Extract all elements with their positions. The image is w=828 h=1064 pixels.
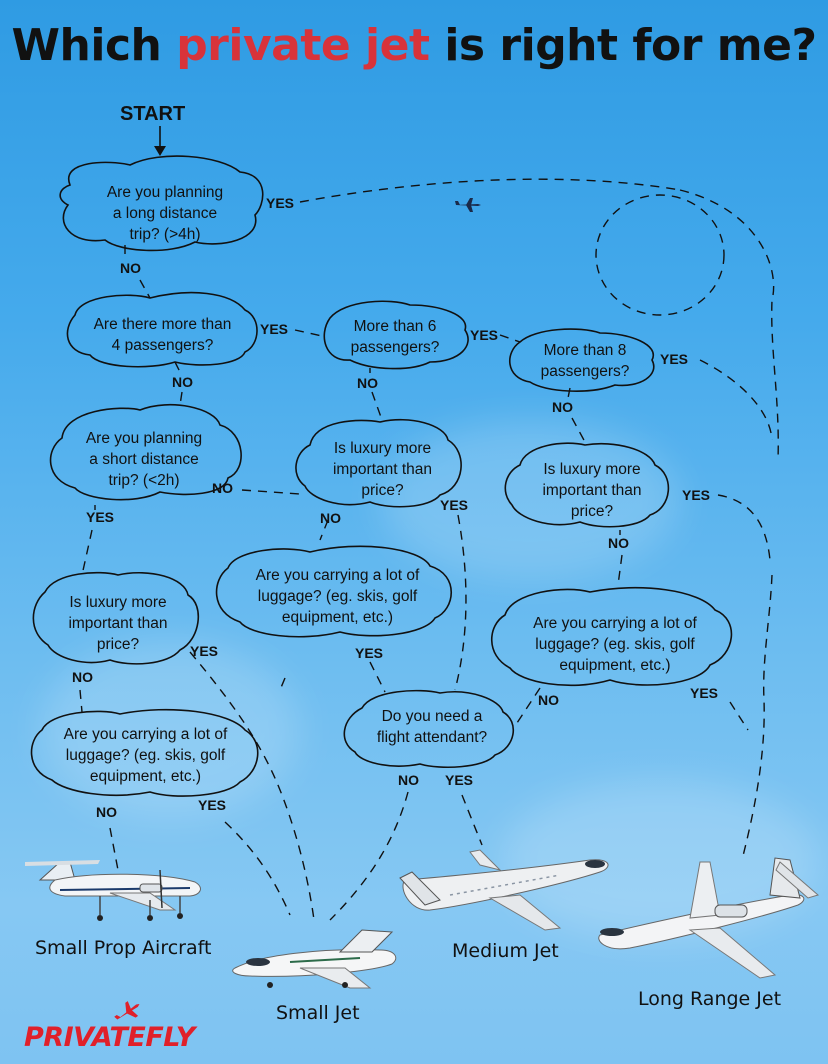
outcome-long-range-jet: Long Range Jet: [638, 988, 782, 1010]
answer-yes-label: YES: [355, 645, 384, 661]
connector: [174, 361, 181, 373]
answer-yes-label: YES: [190, 643, 219, 659]
bubble-q-luggage-mid: [215, 545, 453, 638]
connector: [571, 417, 586, 443]
connector: [717, 494, 771, 561]
answer-no-label: NO: [608, 535, 629, 551]
connector: [567, 387, 571, 399]
connector: [461, 794, 483, 846]
answer-no-label: NO: [96, 804, 117, 820]
connector-longdist-yes: [299, 178, 681, 203]
small-jet-image: [232, 929, 397, 989]
connector: [369, 661, 386, 693]
bubble-q-more-than-6: [323, 300, 469, 370]
bubble-q-flight-attendant: [343, 689, 515, 768]
start-label: START: [120, 103, 186, 125]
connector: [514, 687, 541, 727]
answer-no-label: NO: [72, 669, 93, 685]
bubble-q-long-distance: [59, 155, 264, 252]
answer-yes-label: YES: [690, 685, 719, 701]
answer-no-label: NO: [357, 375, 378, 391]
answer-yes-label: YES: [266, 195, 295, 211]
cloud-decoration: [40, 640, 300, 820]
connector: [617, 554, 623, 586]
connector: [139, 279, 151, 299]
bubble-q-more-than-4: [66, 291, 258, 368]
airplane-logo-icon: [114, 1001, 140, 1020]
long-range-jet-image: [598, 857, 820, 979]
answer-yes-label: YES: [660, 351, 689, 367]
connector: [499, 334, 521, 343]
connector: [699, 359, 773, 441]
connector: [329, 791, 409, 921]
answer-yes-label: YES: [198, 797, 227, 813]
connector-loop-circle: [595, 194, 725, 316]
answer-yes-label: YES: [260, 321, 289, 337]
bubble-q-luggage-right: [491, 586, 733, 687]
bubble-q-luxury-mid: [295, 418, 462, 508]
answer-no-label: NO: [398, 772, 419, 788]
connector: [729, 701, 749, 731]
answer-yes-label: YES: [440, 497, 469, 513]
answer-no-label: NO: [120, 260, 141, 276]
answer-yes-label: YES: [445, 772, 474, 788]
connector-loop-down: [679, 189, 779, 461]
outcome-medium-jet: Medium Jet: [452, 940, 559, 962]
page-title: Which private jet is right for me?: [11, 20, 817, 71]
answer-no-label: NO: [320, 510, 341, 526]
answer-no-label: NO: [552, 399, 573, 415]
answer-yes-label: YES: [682, 487, 711, 503]
cloud-decoration: [380, 420, 680, 580]
connector: [319, 519, 329, 541]
brand-logo[interactable]: PRIVATEFLY: [24, 1022, 195, 1053]
bubble-q-luxury-right: [504, 442, 670, 528]
connector: [79, 689, 83, 713]
outcome-small-jet: Small Jet: [276, 1002, 360, 1024]
bubble-q-luggage-left: [30, 708, 259, 797]
outcome-small-prop-aircraft: Small Prop Aircraft: [35, 937, 212, 959]
title-accent: private jet: [176, 20, 430, 71]
medium-jet-image: [399, 849, 609, 931]
small-prop-aircraft-image: [25, 860, 201, 921]
bubble-q-short-distance: [49, 403, 242, 501]
connector: [294, 329, 323, 337]
start-arrow-head: [154, 146, 166, 156]
answer-yes-label: YES: [86, 509, 115, 525]
connector: [279, 677, 286, 691]
bubble-q-more-than-8: [508, 328, 655, 392]
answer-no-label: NO: [172, 374, 193, 390]
airplane-icon: [455, 198, 481, 212]
connector: [179, 391, 183, 406]
answer-yes-label: YES: [470, 327, 499, 343]
answer-no-label: NO: [538, 692, 559, 708]
connector: [241, 489, 301, 495]
answer-no-label: NO: [212, 480, 233, 496]
connector: [81, 529, 93, 576]
connector: [371, 391, 383, 421]
bubble-q-luxury-left: [32, 571, 200, 665]
connector: [189, 651, 315, 921]
connector: [224, 821, 291, 916]
connector: [741, 574, 773, 861]
connector: [109, 827, 119, 871]
connector: [454, 514, 467, 691]
